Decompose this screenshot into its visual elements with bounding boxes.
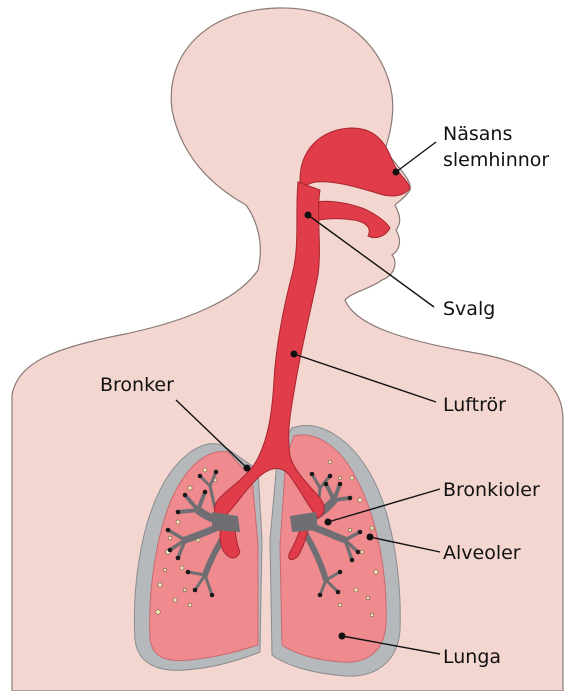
label-nose-line2: slemhinnor	[443, 149, 549, 171]
label-nose-line1: Näsans	[443, 123, 512, 145]
label-alveoli: Alveoler	[443, 542, 521, 564]
label-bronchi: Bronker	[100, 374, 174, 396]
label-trachea: Luftrör	[443, 394, 506, 416]
label-lung: Lunga	[443, 646, 501, 668]
label-pharynx: Svalg	[443, 298, 495, 320]
label-bronchioles: Bronkioler	[443, 479, 540, 501]
label-nose: Näsans slemhinnor	[443, 123, 549, 171]
